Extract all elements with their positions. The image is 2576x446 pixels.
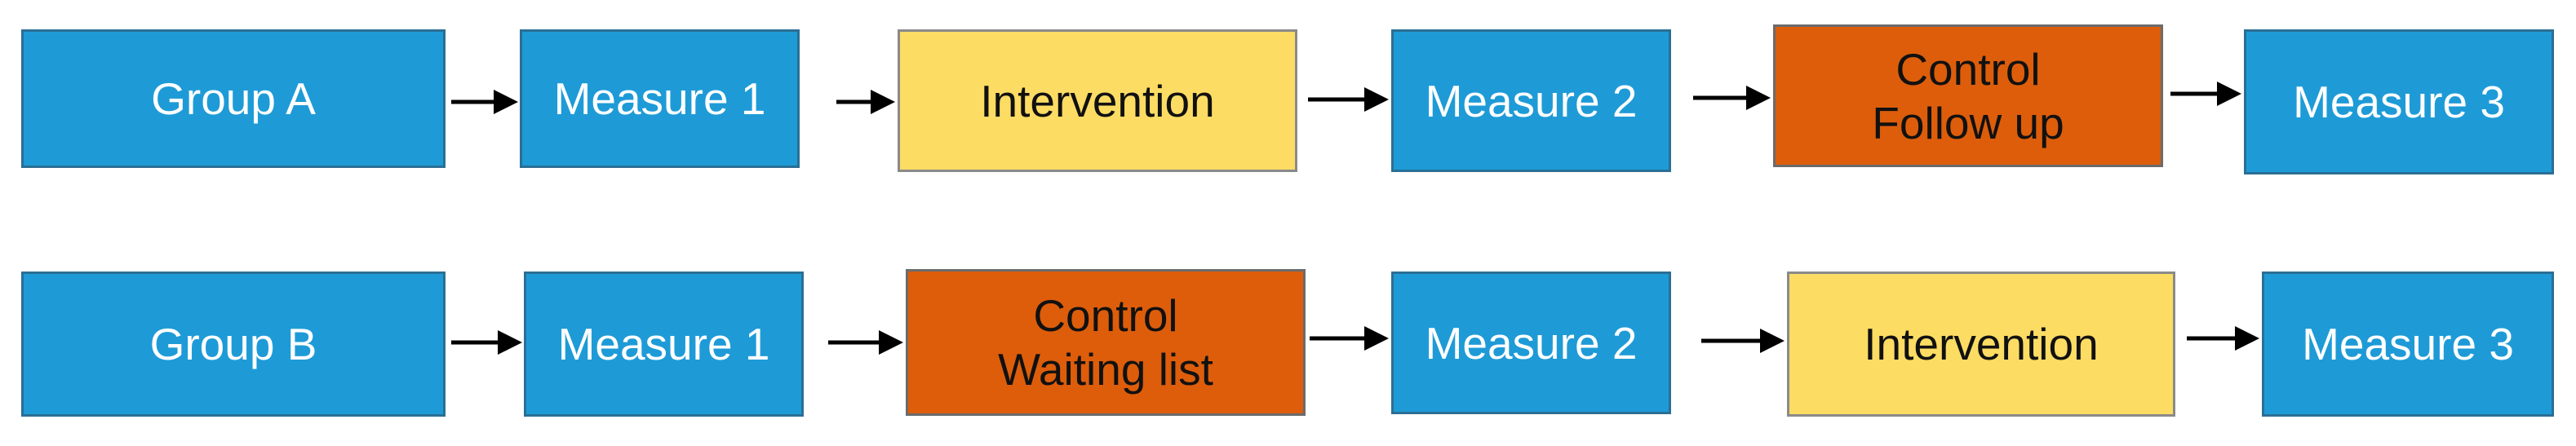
node-a-control-follow-up: Control Follow up xyxy=(1773,24,2163,167)
node-label: Measure 1 xyxy=(553,73,766,124)
node-label: Control Waiting list xyxy=(998,290,1213,395)
node-a-intervention: Intervention xyxy=(898,29,1297,172)
node-label: Intervention xyxy=(980,75,1215,126)
node-label: Group B xyxy=(149,319,317,369)
node-group-a: Group A xyxy=(21,29,446,168)
node-label: Measure 2 xyxy=(1425,75,1638,126)
node-label: Group A xyxy=(151,73,316,124)
node-label: Control Follow up xyxy=(1872,43,2064,148)
node-b-measure-3: Measure 3 xyxy=(2262,272,2554,417)
node-b-control-waiting-list: Control Waiting list xyxy=(906,269,1306,416)
node-label: Measure 3 xyxy=(2293,77,2505,127)
node-label: Intervention xyxy=(1864,319,2099,369)
node-b-intervention: Intervention xyxy=(1787,272,2175,417)
node-group-b: Group B xyxy=(21,272,446,417)
node-label: Measure 2 xyxy=(1425,317,1638,369)
node-a-measure-1: Measure 1 xyxy=(520,29,800,168)
node-label: Measure 3 xyxy=(2302,319,2514,369)
node-a-measure-2: Measure 2 xyxy=(1391,29,1671,172)
node-b-measure-1: Measure 1 xyxy=(524,272,804,417)
node-a-measure-3: Measure 3 xyxy=(2244,29,2554,174)
node-b-measure-2: Measure 2 xyxy=(1391,272,1671,414)
node-label: Measure 1 xyxy=(557,319,770,369)
